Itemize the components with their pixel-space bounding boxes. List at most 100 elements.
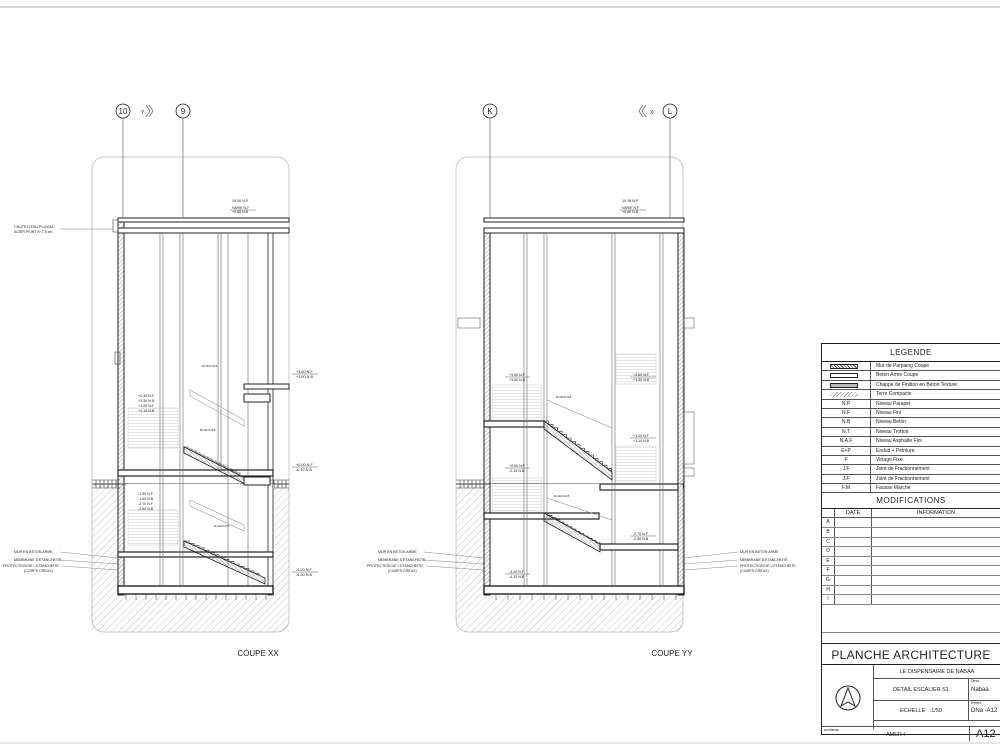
legend-label: Enduit + Peinture	[876, 447, 915, 454]
bottom-notes-right: MUR EN BETON ARME MEMBRANE D'ETANCHEITE …	[683, 550, 796, 573]
legend-row: Beton Arme Coupe	[822, 371, 1000, 381]
project-info: LE DISPENSAIRE DE NABAA DETAIL ESCALIER …	[822, 664, 1000, 741]
levels-left: +2.40 N.F +2.30 N.B +1.20 N.F +1.10 N.B …	[138, 394, 155, 511]
level-label: +3.60 N.F	[509, 373, 526, 377]
concrete-swatch-icon	[830, 373, 858, 379]
table-row: C	[822, 537, 1000, 548]
section-cut-arrow-icon	[145, 104, 154, 118]
level-label: -1.60 N.B	[138, 497, 154, 501]
reference-label: Refere	[971, 700, 982, 705]
legend-row: Mur de Parpaing Coupe	[822, 362, 1000, 372]
stair-label: Rm3N=218	[556, 395, 572, 399]
legend-row: N.T Niveau Trottoir	[822, 427, 1000, 438]
levels-right: +3.60 N.F +3.50 N.B +0.00 N.F -0.10 N.B …	[292, 370, 318, 577]
screed-swatch-icon	[830, 382, 858, 388]
level-label: +2.30 N.B	[138, 399, 155, 403]
note: PROTECTION DE L'ETANCHEITE	[740, 564, 796, 568]
client-label: Dess	[971, 678, 979, 683]
level-label: -4.20 N.F	[509, 570, 525, 574]
level-label: +3.50 N.B	[633, 378, 650, 382]
level-label: +3.50 N.B	[509, 378, 526, 382]
legend-label: Niveau Parapet	[876, 400, 911, 407]
legend-symbol: E+P	[822, 446, 871, 455]
legend-row: Terre Compacte	[822, 390, 1000, 400]
legend-row: Chappe de Finition en Beton Texture	[822, 380, 1000, 391]
grid-axis-bubble	[662, 103, 678, 119]
note: (CORPS CREUX)	[740, 569, 769, 573]
level-label: +9.80 N.B	[622, 210, 639, 214]
note: MUR EN BETON ARME	[740, 550, 779, 554]
level-label: VARIE N.F	[622, 206, 640, 210]
level-label: +3.50 N.B	[296, 375, 313, 379]
level-label: -0.10 N.B	[509, 469, 525, 473]
level-label: +1.20 N.F	[633, 434, 650, 438]
note: PROTECTION DE L'ETANCHEITE	[367, 564, 423, 568]
legend-symbol: N.T	[822, 427, 871, 437]
grid-axis-bubble	[115, 103, 131, 119]
note: MUR EN BETON ARME	[14, 550, 53, 554]
level-label: 10.28 N.P	[622, 199, 639, 203]
level-label: +1.10 N.B	[138, 409, 155, 413]
table-row: A	[822, 518, 1000, 529]
sheet-title: PLANCHE ARCHITECTURE	[822, 642, 1000, 665]
legend-row: E+P Enduit + Peinture	[822, 446, 1000, 456]
scale-value: :1/50	[929, 707, 942, 714]
logo	[822, 664, 874, 729]
modifications-header: DATE INFORMATION	[822, 509, 1000, 519]
legend-symbol: J.F	[822, 465, 871, 474]
table-row: E	[822, 556, 1000, 567]
bottom-notes-left: MUR EN BETON ARME MEMBRANE D'ETANCHEITE …	[367, 550, 485, 573]
information-header: INFORMATION	[916, 510, 956, 517]
legend-symbol: N.A.F	[822, 437, 871, 446]
legend-label: Beton Arme Coupe	[876, 372, 919, 379]
level-label: -1.50 N.F	[138, 492, 154, 496]
modifications-title: MODIFICATIONS	[822, 493, 1000, 510]
level-label: -2.80 N.B	[138, 507, 154, 511]
grid-axis-label: 10	[119, 107, 128, 116]
legend-row: J.F Joint de Fractionnement	[822, 465, 1000, 475]
note: MEMBRANE D'ETANCHEITE	[378, 558, 426, 562]
table-row: F	[822, 566, 1000, 577]
legend-list: Mur de Parpaing Coupe Beton Arme Coupe C…	[822, 362, 1000, 494]
level-label: VARIE N.F	[232, 206, 250, 210]
sheet-number: A12	[969, 726, 996, 741]
legend-label: Mur de Parpaing Coupe	[876, 363, 930, 369]
table-row: B	[822, 528, 1000, 538]
legend-symbol: N.F	[822, 408, 871, 418]
annotation: ACIER PEINT 8~7.5 cm	[14, 230, 52, 234]
table-row: H	[822, 585, 1000, 596]
level-label: +0.00 N.F	[509, 464, 526, 468]
level-label: 10.28 N.P	[232, 199, 249, 203]
section-coupe-yy: K L X 10.28 N.P VARIE N.F +9.80 N.B +3.6…	[367, 103, 796, 658]
legend-symbol: F.M	[822, 484, 871, 493]
legend-symbol: F	[822, 455, 871, 465]
architect-name: AMER I	[886, 731, 905, 738]
legend-symbol: N.P	[822, 399, 871, 408]
legend-label: Niveau Trottoir	[876, 428, 909, 435]
legend-symbol: J.F	[822, 474, 871, 484]
legend-title: LEGENDE	[822, 344, 1000, 362]
grid-axis-label: L	[668, 107, 673, 116]
blank-space	[822, 605, 1000, 633]
legend-label: Joint de Fractionnement	[876, 466, 930, 473]
legend-label: Terre Compacte	[876, 391, 912, 398]
section-coupe-xx: 10 9 Y 10.28 N.P VARIE N.F +9.80 N.B CHU…	[3, 103, 318, 658]
stair-label: Rm3N=275	[214, 524, 230, 528]
section-title: COUPE XX	[237, 649, 279, 658]
scale-label: ECHELLE	[900, 707, 926, 714]
modifications-table: A B C D E F G H I	[822, 518, 1000, 605]
level-label: +0.00 N.F	[296, 463, 313, 467]
architect-label: architecte	[824, 727, 840, 732]
grid-axis-label: K	[487, 107, 493, 116]
note: MEMBRANE D'ETANCHEITE	[740, 558, 788, 562]
legend-row: N.P Niveau Parapet	[822, 399, 1000, 409]
hatch-swatch-icon	[830, 364, 858, 369]
detail-name: DETAIL ESCALIER S1	[874, 678, 969, 701]
level-label: +1.10 N.B	[633, 439, 650, 443]
stair-label: Rm3N=218	[554, 494, 570, 498]
legend-symbol: N.B	[822, 418, 871, 427]
level-label: -0.10 N.B	[296, 468, 313, 472]
